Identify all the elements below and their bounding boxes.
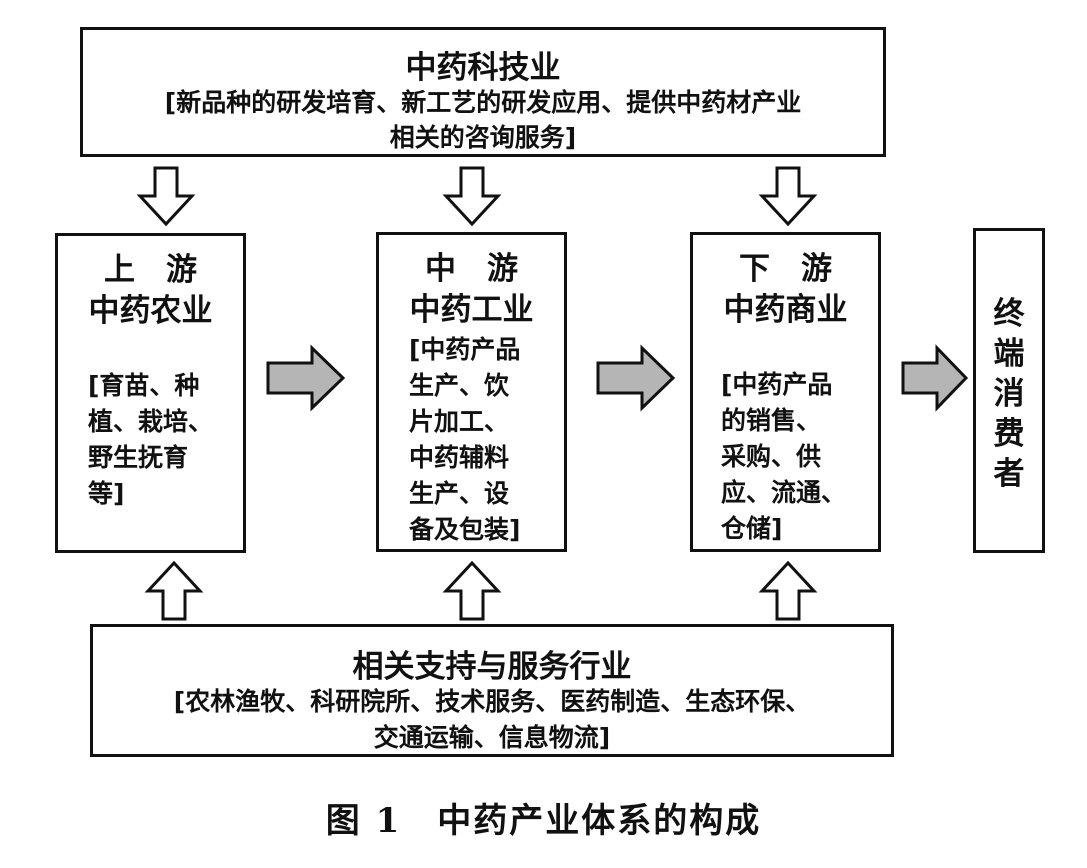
up-arrow-icon	[442, 560, 502, 621]
tcm-technology-desc: [新品种的研发培育、新工艺的研发应用、提供中药材产业 相关的咨询服务]	[164, 88, 802, 152]
downstream-box: 下 游 中药商业 [中药产品 的销售、 采购、供 应、流通、 仓储]	[690, 232, 881, 552]
end-consumer-box: 终 端 消 费 者	[973, 228, 1045, 553]
down-arrow-icon	[136, 166, 196, 227]
downstream-label: 下 游	[739, 251, 832, 287]
midstream-label: 中 游	[425, 251, 518, 287]
support-services-desc: [农林渔牧、科研院所、技术服务、医药制造、生态环保、 交通运输、信息物流]	[173, 687, 811, 752]
midstream-desc: [中药产品 生产、饮 片加工、 中药辅料 生产、设 备及包装]	[409, 335, 521, 544]
upstream-label: 上 游	[104, 252, 197, 288]
tcm-technology-title: 中药科技业	[405, 50, 561, 86]
support-services-title: 相关支持与服务行业	[352, 649, 632, 685]
right-arrow-icon	[596, 344, 676, 412]
downstream-name: 中药商业	[723, 292, 848, 328]
down-arrow-icon	[758, 166, 818, 227]
figure-caption: 图 1 中药产业体系的构成	[325, 801, 762, 841]
right-arrow-icon	[901, 344, 969, 412]
downstream-desc: [中药产品 的销售、 采购、供 应、流通、 仓储]	[721, 370, 847, 543]
tcm-technology-box: 中药科技业 [新品种的研发培育、新工艺的研发应用、提供中药材产业 相关的咨询服务…	[80, 27, 886, 157]
upstream-desc: [育苗、种 植、栽培、 野生抚育 等]	[88, 371, 214, 508]
upstream-name: 中药农业	[88, 293, 213, 329]
right-arrow-icon	[266, 344, 346, 412]
support-services-box: 相关支持与服务行业 [农林渔牧、科研院所、技术服务、医药制造、生态环保、 交通运…	[90, 624, 894, 757]
down-arrow-icon	[442, 166, 502, 227]
upstream-box: 上 游 中药农业 [育苗、种 植、栽培、 野生抚育 等]	[55, 233, 246, 553]
up-arrow-icon	[758, 560, 818, 621]
midstream-name: 中药工业	[409, 292, 534, 328]
midstream-box: 中 游 中药工业 [中药产品 生产、饮 片加工、 中药辅料 生产、设 备及包装]	[376, 232, 567, 552]
up-arrow-icon	[144, 560, 204, 621]
end-consumer-label: 终 端 消 费 者	[993, 296, 1025, 492]
